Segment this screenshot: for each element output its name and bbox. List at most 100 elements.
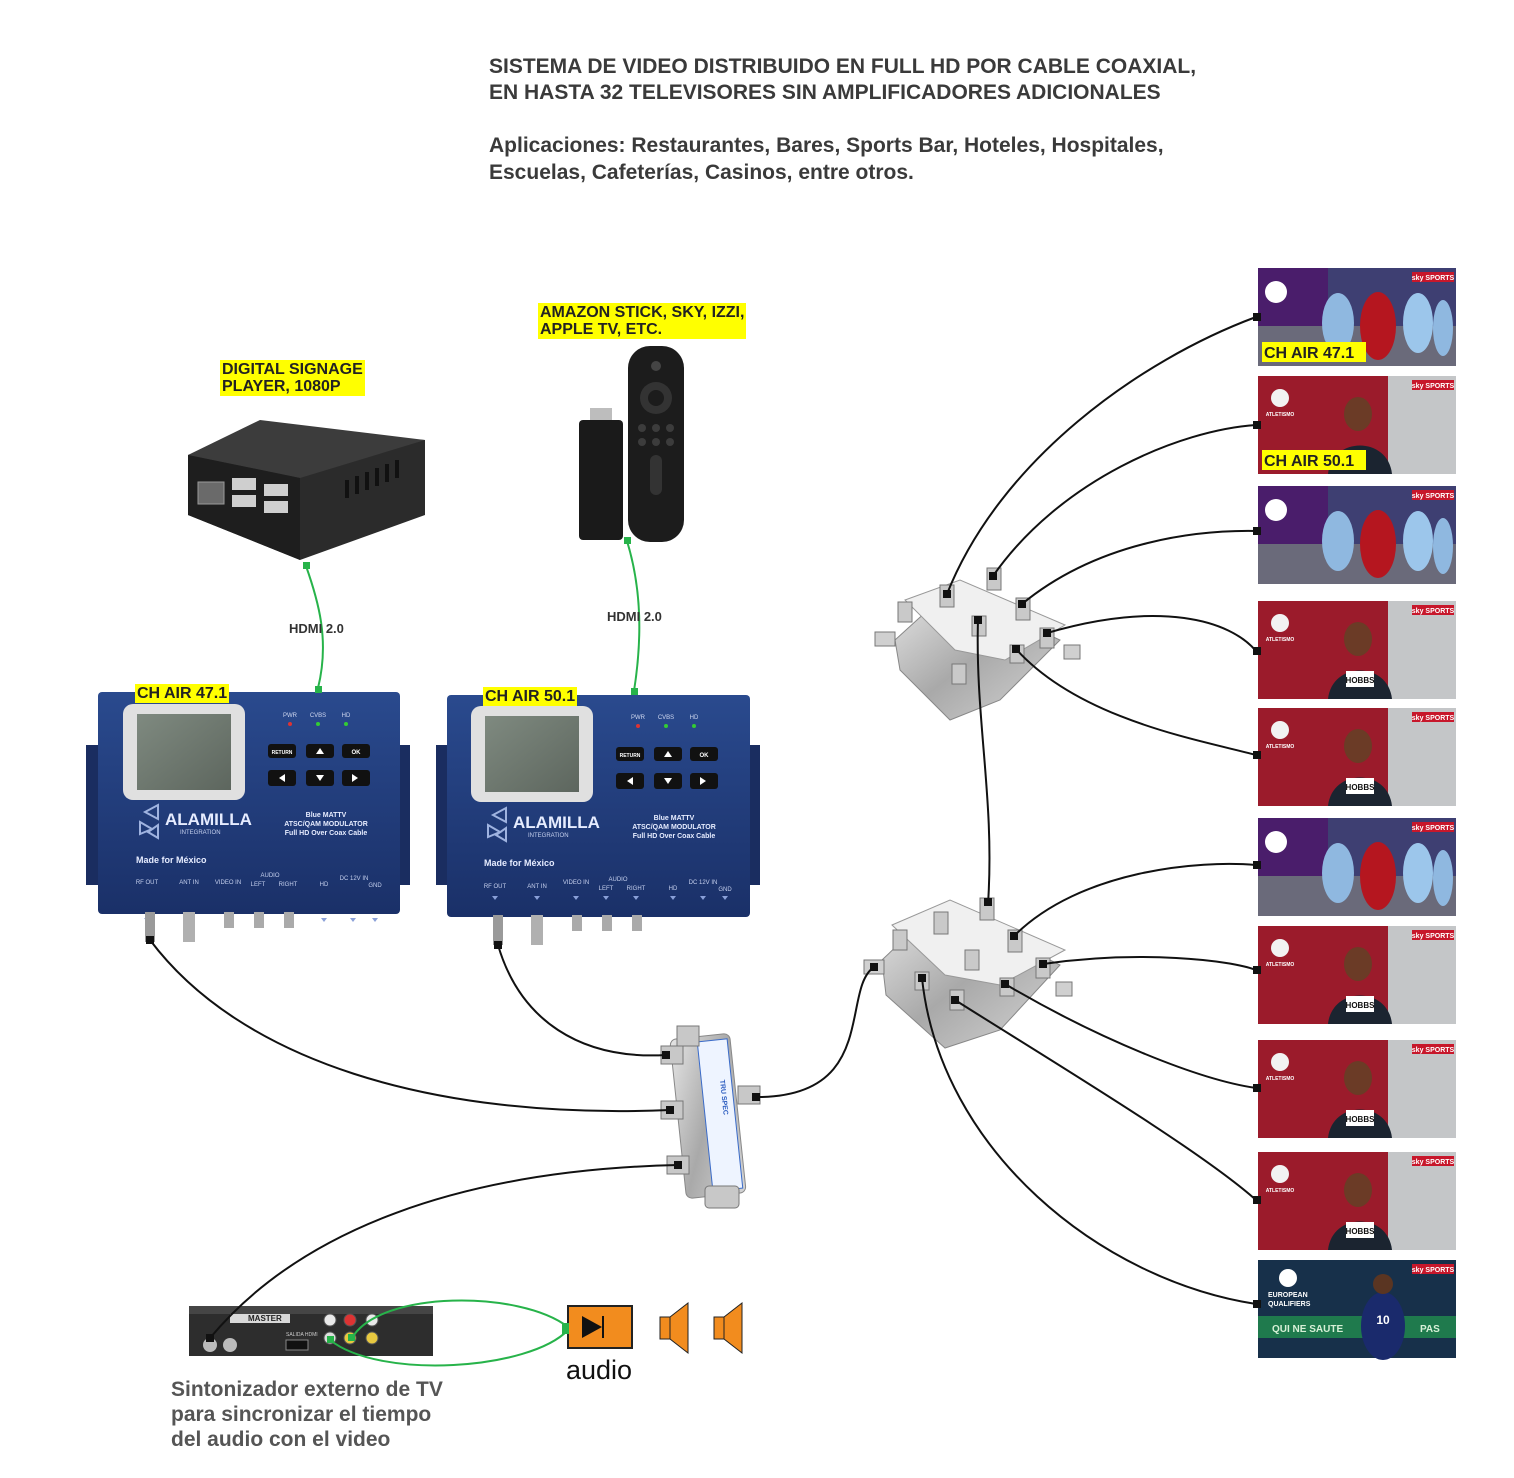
modulator-1-ok-button[interactable] xyxy=(342,744,370,758)
athlete-bib-name: HOBBS xyxy=(1346,1115,1376,1124)
athlete-bib-name: HOBBS xyxy=(1346,1001,1376,1010)
tv-caption: ATLETISMO xyxy=(1266,637,1295,643)
atletismo-logo-icon xyxy=(1271,389,1289,407)
return-label: RETURN xyxy=(620,753,641,759)
modulator-2-rf-out-port[interactable] xyxy=(493,915,503,945)
tv-screen-5: ATLETISMO HOBBS sky SPORTS xyxy=(1258,708,1456,806)
tv-screen-9: ATLETISMO HOBBS sky SPORTS xyxy=(1258,1152,1456,1250)
modulator-2-return-button[interactable] xyxy=(616,747,644,761)
sky-sports-text: sky SPORTS xyxy=(1412,1047,1455,1054)
modulator-1-rf-out-port[interactable] xyxy=(145,912,155,942)
led-label: HD xyxy=(690,715,699,721)
return-label: RETURN xyxy=(272,750,293,756)
streamer-label: AMAZON STICK, SKY, IZZI, APPLE TV, ETC. xyxy=(538,303,747,339)
audio-cable-left xyxy=(351,1299,569,1339)
brand-name: ALAMILLA xyxy=(513,813,600,832)
sky-sports-badge xyxy=(1412,1156,1454,1166)
led-label: PWR xyxy=(283,713,298,719)
sky-sports-text: sky SPORTS xyxy=(1412,715,1455,722)
tuner-label-line: del audio con el video xyxy=(171,1428,391,1451)
sky-sports-text: sky SPORTS xyxy=(1412,383,1455,390)
sky-sports-text: sky SPORTS xyxy=(1412,1159,1455,1166)
tv-channel-highlight xyxy=(1262,342,1366,362)
league-logo-icon xyxy=(1265,831,1287,853)
player-figure xyxy=(1322,293,1354,353)
hdmi-label-left: HDMI 2.0 xyxy=(289,621,344,636)
modulator-2-screen xyxy=(485,716,579,792)
made-for: Made for México xyxy=(136,855,207,865)
modulator-1 xyxy=(86,692,410,942)
model-line: Full HD Over Coax Cable xyxy=(633,833,716,840)
player-figure xyxy=(1360,510,1396,578)
player-label: DIGITAL SIGNAGE PLAYER, 1080P xyxy=(220,360,365,396)
tv-channel-highlight xyxy=(1262,450,1366,470)
athlete-bib xyxy=(1346,996,1374,1012)
tv-caption: ATLETISMO xyxy=(1266,744,1295,750)
player-figure xyxy=(1403,511,1433,571)
hdmi-label-right: HDMI 2.0 xyxy=(607,609,662,624)
athlete-bib-name: HOBBS xyxy=(1346,783,1376,792)
audio-cable-right xyxy=(329,1329,569,1367)
ok-label: OK xyxy=(700,753,710,759)
tv-screen-6: sky SPORTS xyxy=(1258,818,1456,916)
port-label: RIGHT xyxy=(279,882,298,888)
athlete-bib xyxy=(1346,1222,1374,1238)
tuner-label-line: Sintonizador externo de TV xyxy=(171,1378,443,1401)
athlete-bib-name: HOBBS xyxy=(1346,1227,1376,1236)
modulator-1-return-button[interactable] xyxy=(268,744,296,758)
ok-label: OK xyxy=(352,750,362,756)
player-figure xyxy=(1403,293,1433,353)
stadium-banner: PAS xyxy=(1420,1324,1440,1335)
hdmi-cable-streamer xyxy=(626,540,641,692)
streaming-stick xyxy=(579,408,623,540)
brand-sub: INTEGRATION xyxy=(528,833,569,839)
modulator-1-screen xyxy=(137,714,231,790)
port-label: VIDEO IN xyxy=(215,880,241,886)
player-figure xyxy=(1322,843,1354,903)
player-label-line: PLAYER, 1080P xyxy=(222,378,341,395)
streamer-label-line: AMAZON STICK, SKY, IZZI, xyxy=(540,304,745,321)
tv-channel-label: CH AIR 47.1 xyxy=(1264,345,1354,362)
audio-group-label: AUDIO xyxy=(608,877,627,883)
player-figure xyxy=(1433,300,1453,356)
led-label: CVBS xyxy=(658,715,674,721)
port-label: RF OUT xyxy=(136,880,159,886)
player-label-line: DIGITAL SIGNAGE xyxy=(222,361,363,378)
sky-sports-text: sky SPORTS xyxy=(1412,275,1455,282)
tv-screen-3: sky SPORTS xyxy=(1258,486,1456,584)
streamer-label-line: APPLE TV, ETC. xyxy=(540,321,663,338)
athlete-bib xyxy=(1346,1110,1374,1126)
tv-caption: ATLETISMO xyxy=(1266,412,1295,418)
sky-sports-badge xyxy=(1412,272,1454,282)
port-label: VIDEO IN xyxy=(563,880,589,886)
applications-line: Escuelas, Cafeterías, Casinos, entre otr… xyxy=(489,161,914,184)
led-label: PWR xyxy=(631,715,646,721)
led-label: CVBS xyxy=(310,713,326,719)
speaker-icon xyxy=(713,1301,743,1355)
port-label: ANT IN xyxy=(527,884,547,890)
port-label: HD xyxy=(669,886,678,892)
port-label: LEFT xyxy=(251,882,266,888)
hdmi-cables xyxy=(305,540,641,1367)
tv-channel-label: CH AIR 50.1 xyxy=(1264,453,1354,470)
port-label: RIGHT xyxy=(627,886,646,892)
modulator-1-ant-in-port[interactable] xyxy=(183,912,195,942)
modulator-1-logo-icon xyxy=(139,803,159,840)
modulator-2-ant-in-port[interactable] xyxy=(531,915,543,945)
sky-sports-badge xyxy=(1412,822,1454,832)
athlete-head xyxy=(1344,1173,1372,1207)
modulator-2-text: PWR CVBS HD RETURN OK ALAMILLA INTEGRATI… xyxy=(484,715,733,893)
sky-sports-badge xyxy=(1412,605,1454,615)
port-label: LEFT xyxy=(599,886,614,892)
diagram-title: SISTEMA DE VIDEO DISTRIBUIDO EN FULL HD … xyxy=(489,54,1389,106)
player-figure xyxy=(1361,1292,1405,1360)
splitter-upper xyxy=(874,567,1081,721)
led-label: HD xyxy=(342,713,351,719)
sky-sports-badge xyxy=(1412,1264,1454,1274)
model-line: Blue MATTV xyxy=(654,815,695,822)
modulator-2-ok-button[interactable] xyxy=(690,747,718,761)
applications-line: Aplicaciones: Restaurantes, Bares, Sport… xyxy=(489,134,1164,157)
tv-caption: ATLETISMO xyxy=(1266,1188,1295,1194)
player-head xyxy=(1373,1274,1393,1294)
